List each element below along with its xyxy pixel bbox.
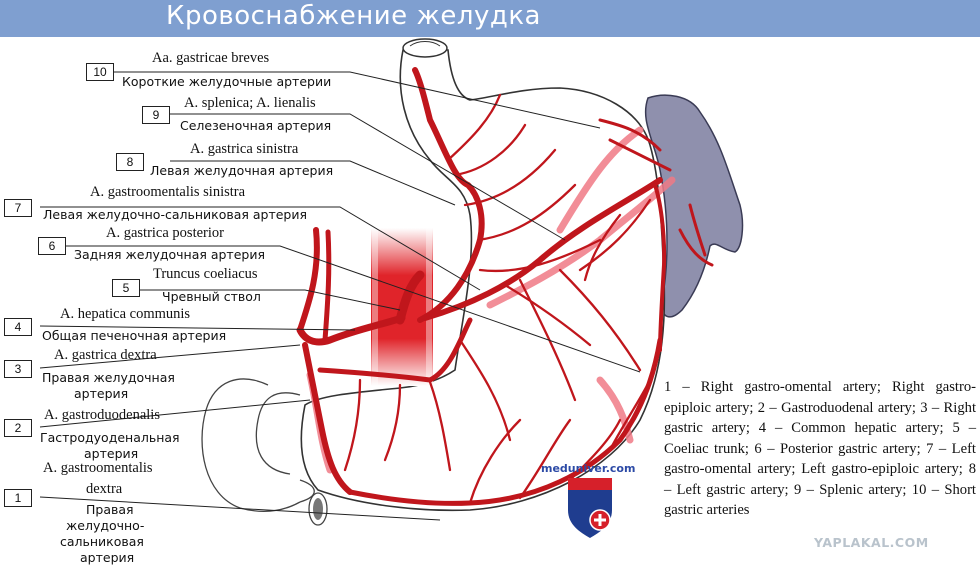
russian-label-7: Левая желудочно-сальниковая артерия [43, 207, 308, 222]
legend-text: 1 – Right gastro-omental artery; Right g… [664, 379, 976, 518]
latin-label-4: A. hepatica communis [60, 306, 191, 322]
label-box-10: 10 [86, 63, 114, 81]
title-banner: Кровоснабжение желудка [0, 0, 980, 37]
label-box-7: 7 [4, 199, 32, 217]
latin-label-3: A. gastrica dextra [54, 347, 157, 363]
russian-label-1d: артерия [80, 550, 135, 565]
latin-label-9: A. splenica; A. lienalis [184, 95, 316, 111]
russian-label-8: Левая желудочная артерия [150, 163, 334, 178]
label-box-6: 6 [38, 237, 66, 255]
artery-branches [343, 93, 652, 505]
latin-label-2: A. gastroduodenalis [44, 407, 160, 423]
label-box-8: 8 [116, 153, 144, 171]
label-box-4: 4 [4, 318, 32, 336]
duodenum [201, 378, 328, 526]
page-title: Кровоснабжение желудка [166, 1, 541, 31]
label-box-2: 2 [4, 419, 32, 437]
russian-label-5: Чревный ствол [162, 289, 261, 304]
label-box-9: 9 [142, 106, 170, 124]
russian-label-3b: артерия [74, 386, 129, 401]
russian-label-1c: сальниковая [60, 534, 144, 549]
russian-label-10: Короткие желудочные артерии [122, 74, 332, 89]
latin-label-7: A. gastroomentalis sinistra [90, 184, 246, 200]
russian-label-9: Селезеночная артерия [180, 118, 332, 133]
latin-label-5: Truncus coeliacus [153, 266, 258, 282]
watermark: YAPLAKAL.COM [814, 535, 929, 550]
russian-label-1a: Правая [86, 502, 134, 517]
russian-label-2a: Гастродуоденальная [40, 430, 180, 445]
russian-label-3a: Правая желудочная [42, 370, 175, 385]
spleen [644, 94, 744, 318]
latin-label-1a: A. gastroomentalis [43, 460, 153, 476]
latin-label-8: A. gastrica sinistra [190, 141, 299, 157]
label-box-3: 3 [4, 360, 32, 378]
latin-label-6: A. gastrica posterior [106, 225, 224, 241]
russian-label-2b: артерия [84, 446, 139, 461]
russian-label-4: Общая печеночная артерия [42, 328, 227, 343]
arteries [296, 67, 714, 506]
latin-label-1b: dextra [86, 481, 123, 497]
meduniver-logo [568, 478, 612, 538]
russian-label-1b: желудочно- [66, 518, 145, 533]
label-box-5: 5 [112, 279, 140, 297]
latin-label-10: Aa. gastricae breves [152, 50, 270, 66]
leader-lines [39, 71, 641, 521]
site-name: meduniver.com [541, 462, 636, 475]
stomach [300, 49, 666, 512]
russian-label-6: Задняя желудочная артерия [74, 247, 265, 262]
label-box-1: 1 [4, 489, 32, 507]
